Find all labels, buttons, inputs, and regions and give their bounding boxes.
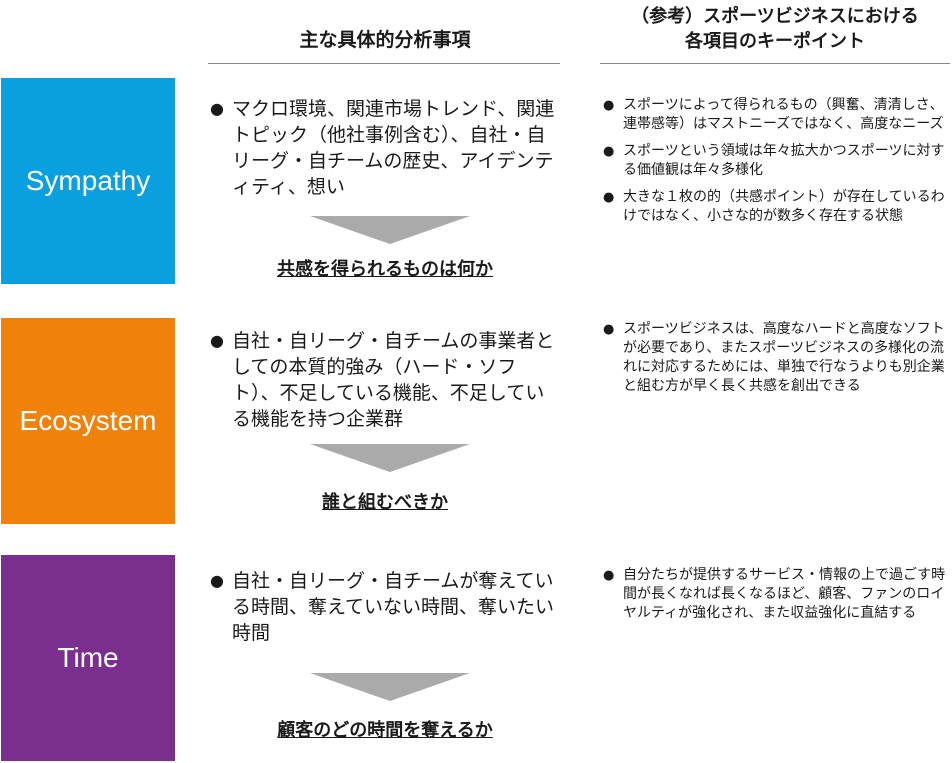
time-main-item: ● 自社・自リーグ・自チームが奪えている時間、奪えていない時間、奪いたい時間	[210, 568, 560, 646]
list-item: ● 大きな１枚の的（共感ポイント）が存在しているわけではなく、小さな的が数多く存…	[603, 188, 948, 226]
ecosystem-points: ● スポーツビジネスは、高度なハードと高度なソフトが必要であり、またスポーツビジ…	[603, 320, 948, 404]
point-text: 自分たちが提供するサービス・情報の上で過ごす時間が長くなれば長くなるほど、顧客、…	[623, 567, 946, 621]
sympathy-label: Sympathy	[25, 165, 151, 196]
ecosystem-main-item: ● 自社・自リーグ・自チームの事業者としての本質的強み（ハード・ソフト）、不足し…	[210, 328, 560, 432]
bullet-icon: ●	[603, 144, 615, 159]
time-down-arrow	[310, 673, 470, 701]
main-column-title: 主な具体的分析事項	[299, 29, 471, 51]
main-column-header: 主な具体的分析事項	[210, 28, 560, 53]
list-item: ● 自分たちが提供するサービス・情報の上で過ごす時間が長くなれば長くなるほど、顧…	[603, 566, 948, 623]
ref-title-line2: 各項目のキーポイント	[685, 31, 865, 52]
point-text: 大きな１枚の的（共感ポイント）が存在しているわけではなく、小さな的が数多く存在す…	[623, 189, 945, 224]
point-text: スポーツによって得られるもの（興奮、清清しさ、連帯感等）はマストニーズではなく、…	[623, 97, 944, 132]
sympathy-main-item: ● マクロ環境、関連市場トレンド、関連トピック（他社事例含む）、自社・自リーグ・…	[210, 96, 560, 200]
sympathy-label-box: Sympathy	[1, 78, 175, 284]
ref-column-header: （参考）スポーツビジネスにおける 各項目のキーポイント	[600, 4, 950, 54]
sympathy-points: ● スポーツによって得られるもの（興奮、清清しさ、連帯感等）はマストニーズではな…	[603, 96, 948, 234]
point-text: スポーツという領域は年々拡大かつスポーツに対する価値観は年々多様化	[623, 143, 945, 178]
ref-title-line1: （参考）スポーツビジネスにおける	[631, 6, 919, 27]
list-item: ● スポーツビジネスは、高度なハードと高度なソフトが必要であり、またスポーツビジ…	[603, 320, 948, 396]
bullet-icon: ●	[210, 331, 224, 350]
list-item: ● スポーツという領域は年々拡大かつスポーツに対する価値観は年々多様化	[603, 142, 948, 180]
ecosystem-question: 誰と組むべきか	[322, 492, 448, 513]
bullet-icon: ●	[210, 99, 224, 118]
time-main-text: 自社・自リーグ・自チームが奪えている時間、奪えていない時間、奪いたい時間	[232, 570, 555, 644]
bullet-icon: ●	[603, 322, 615, 337]
point-text: スポーツビジネスは、高度なハードと高度なソフトが必要であり、またスポーツビジネス…	[623, 321, 945, 394]
list-item: ● スポーツによって得られるもの（興奮、清清しさ、連帯感等）はマストニーズではな…	[603, 96, 948, 134]
time-points: ● 自分たちが提供するサービス・情報の上で過ごす時間が長くなれば長くなるほど、顧…	[603, 566, 948, 631]
ref-header-rule	[600, 63, 950, 64]
bullet-icon: ●	[603, 190, 615, 205]
time-label-box: Time	[1, 555, 175, 761]
main-header-rule	[208, 63, 560, 64]
bullet-icon: ●	[210, 571, 224, 590]
ecosystem-label-box: Ecosystem	[1, 318, 175, 524]
sympathy-down-arrow	[310, 216, 470, 244]
time-question: 顧客のどの時間を奪えるか	[277, 720, 493, 741]
sympathy-main-text: マクロ環境、関連市場トレンド、関連トピック（他社事例含む）、自社・自リーグ・自チ…	[232, 98, 555, 198]
sympathy-question: 共感を得られるものは何か	[277, 259, 493, 280]
time-label: Time	[57, 642, 119, 673]
bullet-icon: ●	[603, 568, 615, 583]
ecosystem-label: Ecosystem	[19, 405, 157, 436]
bullet-icon: ●	[603, 98, 615, 113]
ecosystem-down-arrow	[310, 444, 470, 472]
ecosystem-main-text: 自社・自リーグ・自チームの事業者としての本質的強み（ハード・ソフト）、不足してい…	[232, 330, 555, 430]
